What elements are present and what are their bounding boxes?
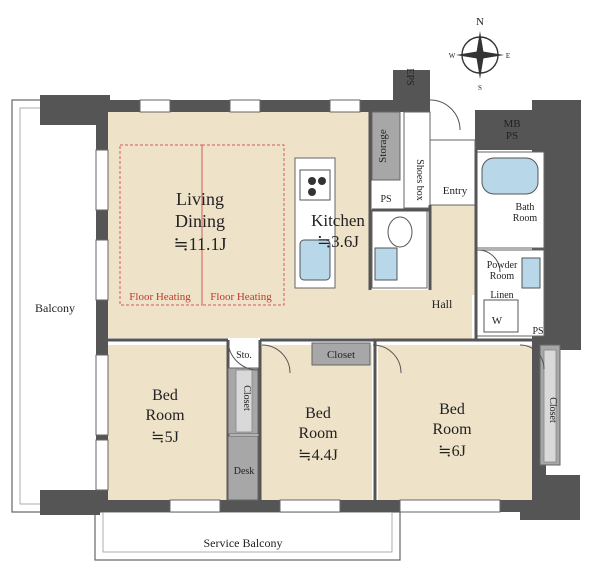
toilet-icon bbox=[387, 216, 413, 248]
compass-north: N bbox=[476, 16, 484, 28]
living-label: Living bbox=[176, 189, 224, 209]
ps-bottom-label: PS bbox=[532, 326, 543, 337]
bath-room-label: Room bbox=[513, 213, 538, 224]
sto-label: Sto. bbox=[236, 350, 252, 361]
entry-label: Entry bbox=[443, 185, 468, 197]
storage-label: Storage bbox=[377, 129, 389, 163]
kitchen-counter bbox=[294, 157, 336, 289]
bedroom-floor bbox=[108, 345, 532, 500]
ps-label: PS bbox=[506, 130, 518, 142]
sink-icon bbox=[299, 239, 331, 281]
door-swings bbox=[227, 99, 545, 374]
washbasin-icon bbox=[374, 247, 398, 281]
bed2-room-label: Room bbox=[298, 425, 338, 442]
bed3-room-label: Room bbox=[432, 421, 472, 438]
closet-right-label: Closet bbox=[547, 397, 558, 423]
mb-label: MB bbox=[503, 118, 520, 130]
compass-west: W bbox=[449, 52, 456, 60]
powder-room-label: Room bbox=[490, 271, 515, 282]
bed1-label: Bed bbox=[152, 387, 178, 404]
floor-heating-zones bbox=[119, 144, 285, 306]
vanity-icon bbox=[521, 257, 541, 289]
windows bbox=[95, 99, 501, 513]
w-label: W bbox=[492, 315, 503, 327]
bed2-size-label: ≒4.4J bbox=[298, 447, 338, 464]
bed3-label: Bed bbox=[439, 401, 465, 418]
floor-heating-label-1: Floor Heating bbox=[129, 291, 191, 303]
bath-label: Bath bbox=[516, 202, 535, 213]
service-balcony-label: Service Balcony bbox=[204, 536, 283, 550]
ps-top-label: PS bbox=[380, 194, 391, 205]
linen-label: Linen bbox=[490, 290, 513, 301]
closet-mid-label: Closet bbox=[327, 349, 355, 361]
bed2-label: Bed bbox=[305, 405, 331, 422]
balcony-label: Balcony bbox=[35, 301, 75, 315]
hall-label: Hall bbox=[432, 297, 453, 311]
desk-label: Desk bbox=[234, 466, 255, 477]
ldk-floor bbox=[108, 112, 420, 338]
bed3-size-label: ≒6J bbox=[438, 443, 466, 460]
compass-south: S bbox=[478, 84, 482, 92]
bed1-size-label: ≒5J bbox=[151, 429, 179, 446]
hall-floor bbox=[372, 205, 475, 340]
living-size-label: ≒11.1J bbox=[174, 234, 227, 254]
compass-icon bbox=[456, 31, 504, 79]
washer-pan-icon bbox=[483, 299, 519, 333]
closet-strips bbox=[235, 349, 557, 463]
eps-label: EPS bbox=[404, 68, 415, 85]
compass-east: E bbox=[506, 52, 510, 60]
stove-icon bbox=[299, 169, 331, 201]
shoes-box-label: Shoes box bbox=[414, 159, 425, 200]
bed1-room-label: Room bbox=[145, 407, 185, 424]
closet-left-label: Closet bbox=[241, 385, 252, 411]
kitchen-label: Kitchen bbox=[311, 211, 365, 230]
powder-label: Powder bbox=[487, 260, 518, 271]
dining-label: Dining bbox=[175, 211, 225, 231]
bathtub-icon bbox=[481, 157, 539, 195]
service-balcony-area bbox=[94, 511, 401, 561]
kitchen-size-label: ≒3.6J bbox=[317, 232, 359, 251]
floor-heating-label-2: Floor Heating bbox=[210, 291, 272, 303]
